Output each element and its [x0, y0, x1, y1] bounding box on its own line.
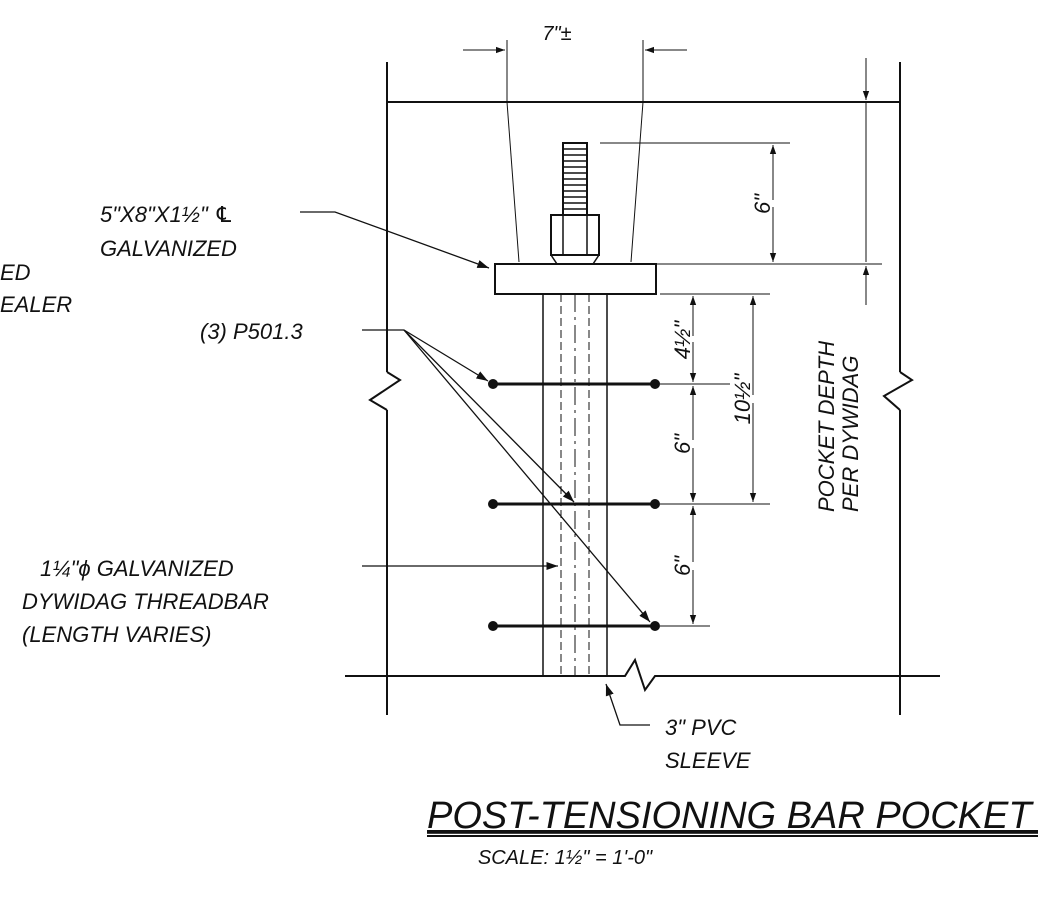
pocket-depth-dimension [658, 58, 882, 305]
detail-scale: SCALE: 1½" = 1'-0" [478, 847, 653, 869]
pocket-depth-label-line2: PER DYWIDAG [838, 356, 863, 512]
pvc-sleeve [542, 294, 608, 676]
bearing-plate [494, 263, 657, 295]
threadbar-projection [562, 142, 588, 216]
sleeve-label-line2: SLEEVE [665, 748, 751, 773]
hex-nut [550, 214, 600, 265]
plate-label-line1: 5"X8"X1½" ℄ [100, 202, 234, 227]
width-dimension-label: 7"± [542, 23, 571, 45]
threadbar-hidden-lines [560, 294, 590, 676]
thread-projection-dimension-label: 6" [750, 193, 775, 214]
threadbar-label-line1: 1¼"ϕ GALVANIZED [40, 556, 234, 581]
threadbar-label-line2: DYWIDAG THREADBAR [22, 589, 269, 614]
section-break-line [345, 657, 940, 693]
rebar-tie [488, 499, 660, 509]
detail-title: POST-TENSIONING BAR POCKET DETAIL (TYP [427, 795, 1038, 837]
rebar-spacing-dimensions [660, 293, 770, 627]
sleeve-label-line1: 3" PVC [665, 715, 737, 740]
plate-label-line2: GALVANIZED [100, 236, 237, 261]
sleeve-leader [605, 683, 650, 726]
lower-spacing-label: 6" [670, 555, 695, 576]
mid-spacing-label: 6" [670, 433, 695, 454]
rebar-tie [488, 379, 660, 389]
plate-leader [300, 211, 490, 269]
rebar-callout-label: (3) P501.3 [200, 319, 303, 344]
cut-off-label-line1: ED [0, 260, 31, 285]
threadbar-label-line3: (LENGTH VARIES) [22, 622, 211, 647]
pocket-outline [506, 101, 644, 263]
rebar-tie [488, 621, 660, 631]
cut-off-label-line2: EALER [0, 292, 72, 317]
pocket-depth-label-line1: POCKET DEPTH [814, 341, 839, 512]
upper-spacing-label: 4½" [670, 320, 695, 360]
width-dimension [463, 40, 687, 102]
rebar-callout-leaders [362, 329, 651, 623]
total-spacing-label: 10½" [730, 373, 755, 425]
